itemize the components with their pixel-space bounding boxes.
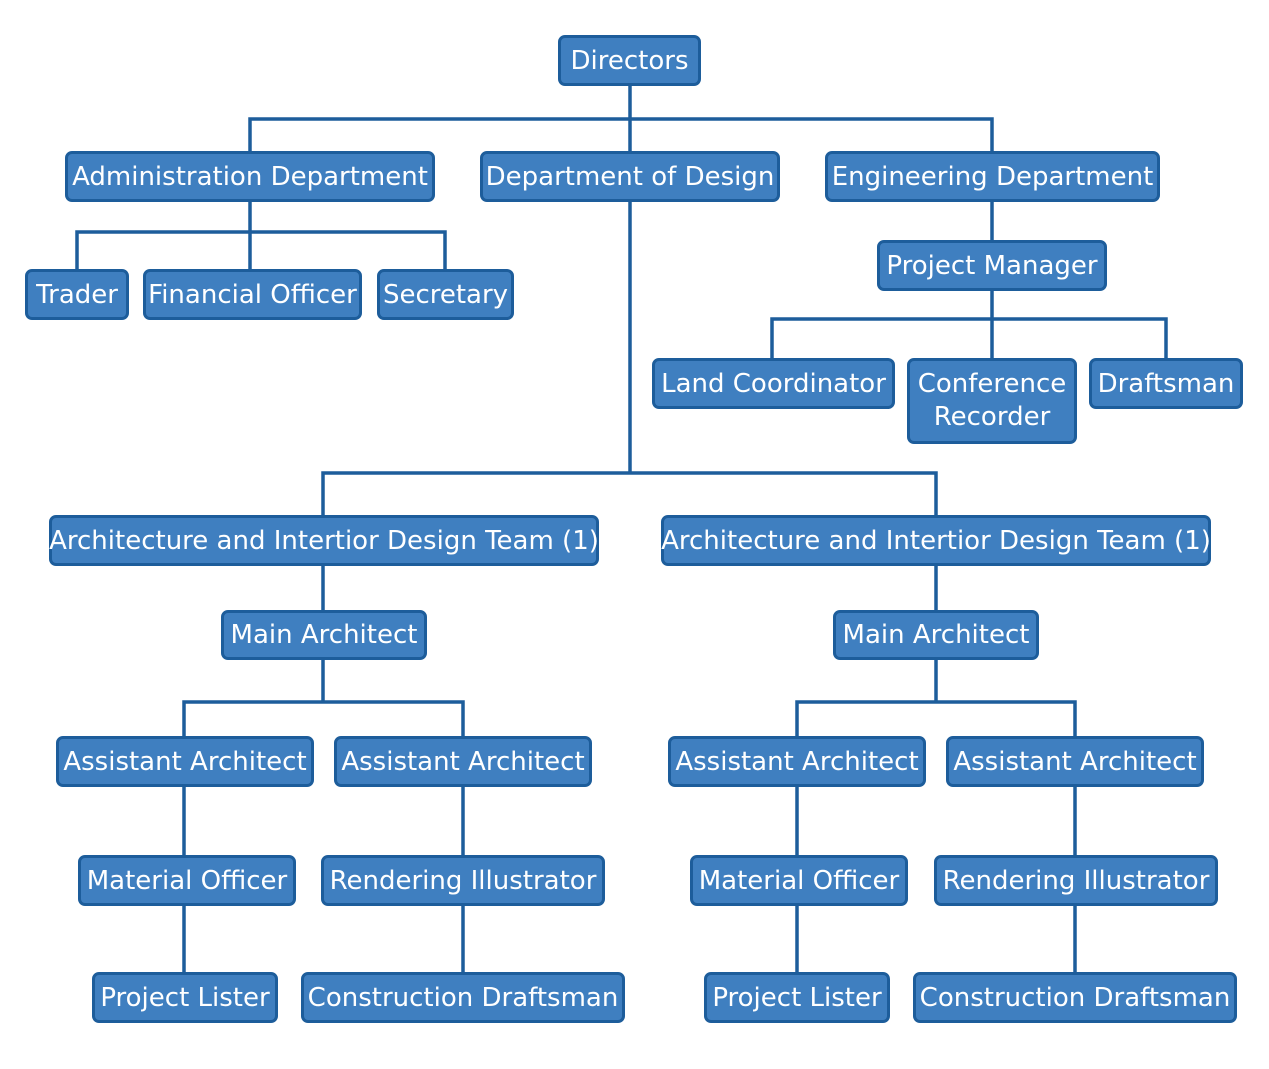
assistant-architect-1-left-box: Assistant Architect [56,736,314,787]
connector-team-2 [795,563,1077,975]
connector-directors [248,84,994,154]
rendering-illustrator-2-box: Rendering Illustrator [934,855,1218,906]
material-officer-2-box: Material Officer [690,855,908,906]
connector-engineering [770,199,1168,361]
conference-recorder-box: Conference Recorder [907,358,1077,444]
administration-department-box: Administration Department [65,151,435,202]
assistant-architect-2-right-box: Assistant Architect [946,736,1204,787]
connector-design [321,199,938,518]
construction-draftsman-1-box: Construction Draftsman [301,972,625,1023]
engineering-department-box: Engineering Department [825,151,1160,202]
main-architect-1-box: Main Architect [221,610,427,660]
department-of-design-box: Department of Design [480,151,780,202]
secretary-box: Secretary [377,269,514,320]
land-coordinator-box: Land Coordinator [652,358,895,409]
assistant-architect-1-right-box: Assistant Architect [334,736,592,787]
financial-officer-box: Financial Officer [143,269,362,320]
main-architect-2-box: Main Architect [833,610,1039,660]
project-manager-box: Project Manager [877,240,1107,291]
project-lister-1-box: Project Lister [92,972,278,1023]
connector-administration [75,199,447,271]
design-team-1-box: Architecture and Intertior Design Team (… [49,515,599,566]
draftsman-box: Draftsman [1089,358,1243,409]
directors-box: Directors [558,35,701,86]
connector-team-1 [182,563,465,975]
project-lister-2-box: Project Lister [704,972,890,1023]
assistant-architect-2-left-box: Assistant Architect [668,736,926,787]
rendering-illustrator-1-box: Rendering Illustrator [321,855,605,906]
construction-draftsman-2-box: Construction Draftsman [913,972,1237,1023]
design-team-2-box: Architecture and Intertior Design Team (… [661,515,1211,566]
trader-box: Trader [25,269,129,320]
material-officer-1-box: Material Officer [78,855,296,906]
